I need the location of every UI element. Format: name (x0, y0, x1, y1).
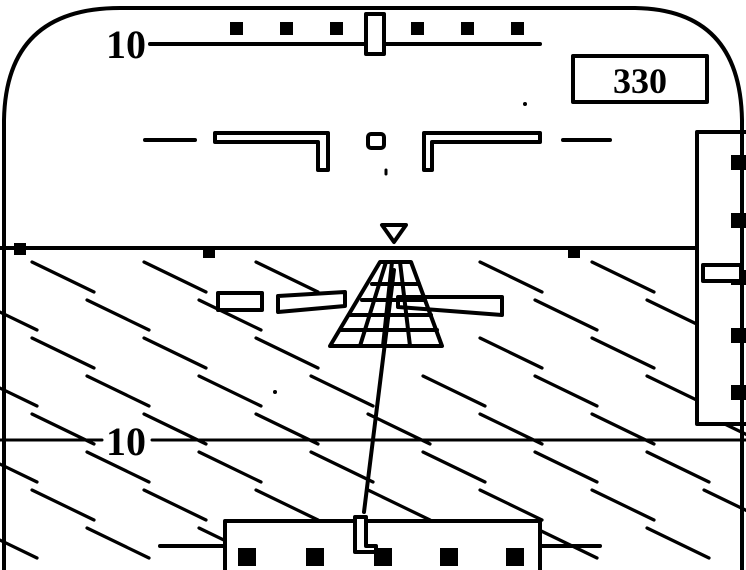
ground-hatch-mark (421, 450, 487, 484)
horizon-marker (203, 246, 215, 258)
scale-pointer (701, 263, 743, 283)
ground-hatch-mark (142, 336, 208, 370)
guidance-triangle (380, 223, 408, 244)
ground-hatch-mark (254, 336, 320, 370)
ground-hatch-mark (30, 260, 96, 294)
display-frame (2, 6, 744, 570)
ground-hatch-mark (533, 450, 599, 484)
ground-hatch-mark (254, 488, 320, 522)
ground-hatch-mark (590, 488, 656, 522)
readout-box (571, 54, 709, 104)
heading-tick (230, 22, 243, 35)
ground-hatch-mark (85, 298, 151, 332)
ground-hatch-mark (197, 374, 263, 408)
ground-hatch-mark (645, 526, 711, 560)
readout-value: 330 (613, 61, 667, 101)
ground-hatch-mark (197, 298, 263, 332)
ground-hatch-mark (30, 488, 96, 522)
ground-hatch-mark (590, 336, 656, 370)
ground-hatch-mark (533, 526, 599, 560)
ground-hatch-mark (366, 488, 432, 522)
ground-hatch-mark (142, 260, 208, 294)
bottom-tape-index (353, 515, 378, 554)
ground-hatch-mark (533, 374, 599, 408)
bottom-tape-tick (306, 548, 324, 566)
marker-dot (523, 102, 527, 106)
bottom-tape (158, 515, 602, 570)
bottom-tape-tick (440, 548, 458, 566)
horizon-marker-left (14, 243, 26, 255)
pitch-label-upper: 10 (106, 22, 146, 67)
heading-index (364, 12, 386, 56)
ground-hatch-mark (478, 260, 544, 294)
ground-hatch-mark (85, 374, 151, 408)
flight-path-marker (216, 290, 504, 317)
runway-symbol (328, 260, 444, 348)
heading-tick (280, 22, 293, 35)
ground-hatch-mark (645, 450, 711, 484)
ground-hatch-mark (30, 336, 96, 370)
heading-tick (330, 22, 343, 35)
waterline-symbol (143, 131, 612, 176)
heading-tick (511, 22, 524, 35)
ground-hatch-mark (85, 450, 151, 484)
ground-hatch-mark (309, 450, 375, 484)
extended-centerline (362, 268, 396, 514)
bottom-tape-tick (374, 548, 392, 566)
ground-hatch-mark (254, 260, 320, 294)
ground-hatch-mark (478, 488, 544, 522)
bottom-tape-tick (506, 548, 524, 566)
boresight-cross (366, 132, 386, 150)
heading-tick (411, 22, 424, 35)
ground-hatch-mark (85, 526, 151, 560)
bottom-tape-tick (238, 548, 256, 566)
ground-hatch-mark (197, 450, 263, 484)
marker-dot (273, 390, 277, 394)
ground-hatch-mark (421, 374, 487, 408)
ground-hatch-mark (478, 336, 544, 370)
ground-hatch-mark (309, 374, 375, 408)
ground-hatch-mark (533, 298, 599, 332)
horizon-marker (568, 246, 580, 258)
ground-hatch-mark (590, 260, 656, 294)
ground-hatch-mark (702, 488, 746, 522)
ground-hatch-mark (142, 488, 208, 522)
heading-tape (230, 12, 542, 56)
right-vertical-scale (695, 130, 746, 426)
pitch-label-lower: 10 (106, 419, 146, 464)
heading-tick (461, 22, 474, 35)
